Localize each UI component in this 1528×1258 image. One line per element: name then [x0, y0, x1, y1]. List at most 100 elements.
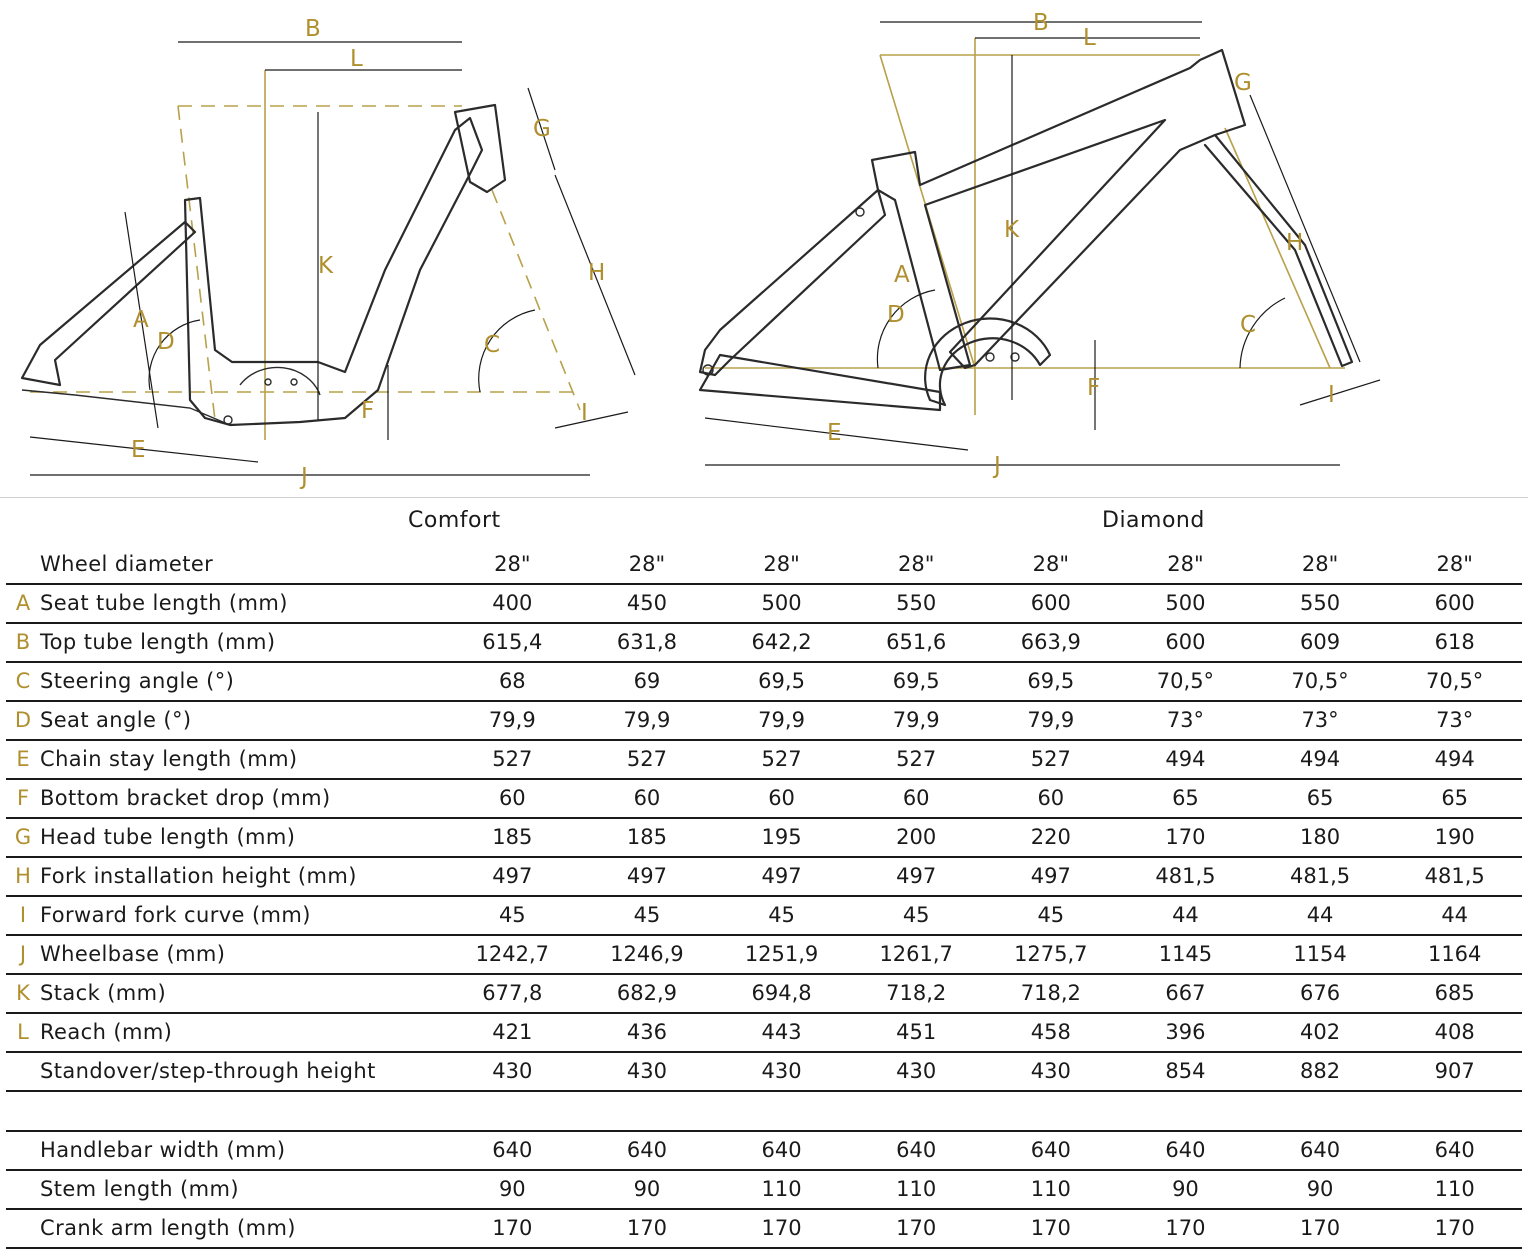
measurement-value: 497 — [579, 857, 715, 897]
measurement-value: 677,8 — [445, 974, 580, 1014]
measurement-value: 451 — [848, 1013, 984, 1053]
measurement-value: 1242,7 — [445, 935, 580, 975]
measurement-value: 682,9 — [579, 974, 715, 1014]
diamond-label-c: C — [1240, 312, 1256, 338]
measurement-value: 527 — [714, 740, 849, 780]
measurement-value: 600 — [983, 584, 1119, 624]
measurement-value: 110 — [1387, 1170, 1522, 1210]
geometry-diagrams: B L G K H A D C F I E J — [20, 10, 1381, 490]
measurement-value: 640 — [1252, 1131, 1388, 1171]
measurement-value: 676 — [1252, 974, 1388, 1014]
measurement-value: 1164 — [1387, 935, 1522, 975]
measurement-value: 28" — [1252, 546, 1388, 585]
measurement-value: 65 — [1252, 779, 1388, 819]
measurement-name: Head tube length (mm) — [40, 818, 445, 858]
measurement-value: 28" — [714, 546, 849, 585]
section-divider — [0, 497, 1528, 498]
measurement-value: 497 — [714, 857, 849, 897]
measurement-value: 90 — [579, 1170, 715, 1210]
measurement-value: 421 — [445, 1013, 580, 1053]
measurement-value: 443 — [714, 1013, 849, 1053]
spacer-cell — [983, 1091, 1119, 1132]
measurement-value: 45 — [983, 896, 1119, 936]
measurement-value: 190 — [1387, 818, 1522, 858]
measurement-value: 45 — [445, 896, 580, 936]
group-title-comfort: Comfort — [408, 508, 501, 533]
measurement-value: 45 — [714, 896, 849, 936]
measurement-value: 70,5° — [1118, 662, 1253, 702]
measurement-value: 600 — [1387, 584, 1522, 624]
measurement-name: Chain stay length (mm) — [40, 740, 445, 780]
dimension-letter: G — [6, 818, 40, 858]
measurement-name: Forward fork curve (mm) — [40, 896, 445, 936]
measurement-value: 90 — [1118, 1170, 1253, 1210]
measurement-name: Crank arm length (mm) — [40, 1209, 445, 1249]
measurement-value: 600 — [1118, 623, 1253, 663]
measurement-value: 28" — [1387, 546, 1522, 585]
measurement-name: Bottom bracket drop (mm) — [40, 779, 445, 819]
comfort-label-k: K — [318, 253, 334, 279]
measurement-name: Seat angle (°) — [40, 701, 445, 741]
diamond-label-j: J — [992, 453, 1001, 479]
comfort-label-l: L — [350, 46, 363, 72]
measurement-value: 60 — [445, 779, 580, 819]
measurement-value: 640 — [848, 1131, 984, 1171]
diamond-label-g: G — [1234, 70, 1252, 96]
measurement-value: 110 — [983, 1170, 1119, 1210]
comfort-label-c: C — [484, 332, 500, 358]
measurement-value: 44 — [1118, 896, 1253, 936]
measurement-value: 170 — [1118, 1209, 1253, 1249]
measurement-value: 618 — [1387, 623, 1522, 663]
measurement-value: 69,5 — [714, 662, 849, 702]
measurement-value: 500 — [1118, 584, 1253, 624]
measurement-value: 185 — [579, 818, 715, 858]
measurement-value: 500 — [714, 584, 849, 624]
spacer-cell — [1252, 1091, 1388, 1132]
measurement-value: 550 — [848, 584, 984, 624]
measurement-value: 640 — [1118, 1131, 1253, 1171]
measurement-value: 110 — [714, 1170, 849, 1210]
measurement-value: 70,5° — [1387, 662, 1522, 702]
measurement-value: 73° — [1252, 701, 1388, 741]
measurement-value: 430 — [579, 1052, 715, 1092]
measurement-value: 497 — [983, 857, 1119, 897]
measurement-value: 494 — [1387, 740, 1522, 780]
dimension-letter: I — [6, 896, 40, 936]
measurement-value: 396 — [1118, 1013, 1253, 1053]
diamond-label-d: D — [887, 302, 905, 328]
comfort-label-j: J — [299, 464, 308, 490]
measurement-value: 527 — [983, 740, 1119, 780]
measurement-value: 220 — [983, 818, 1119, 858]
measurement-value: 642,2 — [714, 623, 849, 663]
measurement-name: Stack (mm) — [40, 974, 445, 1014]
comfort-label-i: I — [581, 400, 588, 426]
comfort-frame-diagram: B L G K H A D C F I E J — [20, 16, 636, 490]
measurement-value: 640 — [714, 1131, 849, 1171]
measurement-value: 185 — [445, 818, 580, 858]
measurement-value: 497 — [445, 857, 580, 897]
comfort-label-d: D — [157, 329, 175, 355]
measurement-value: 28" — [579, 546, 715, 585]
measurement-value: 481,5 — [1252, 857, 1388, 897]
spacer-cell — [579, 1091, 715, 1132]
measurement-value: 170 — [1387, 1209, 1522, 1249]
measurement-value: 1154 — [1252, 935, 1388, 975]
measurement-value: 458 — [983, 1013, 1119, 1053]
measurement-value: 640 — [983, 1131, 1119, 1171]
measurement-value: 28" — [445, 546, 580, 585]
diamond-label-k: K — [1004, 217, 1020, 243]
dimension-letter: K — [6, 974, 40, 1014]
diamond-label-a: A — [894, 262, 910, 288]
measurement-value: 69 — [579, 662, 715, 702]
measurement-value: 28" — [983, 546, 1119, 585]
